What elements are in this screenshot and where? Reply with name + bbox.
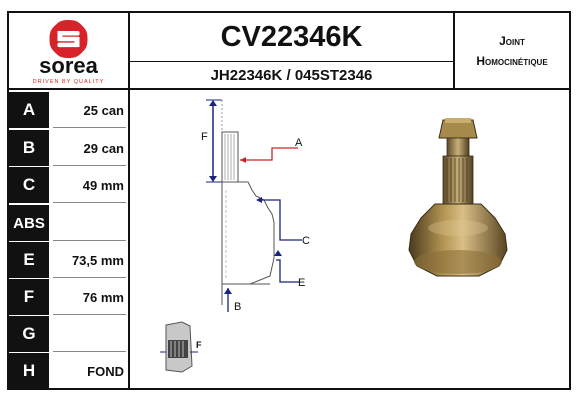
spec-letter: F [9, 279, 49, 315]
spec-row: F 76 mm [9, 279, 128, 315]
label-e: E [298, 277, 305, 289]
divider [53, 351, 126, 352]
cv-joint-photo [408, 118, 508, 277]
label-f-small: F [196, 340, 202, 350]
dimension-diagram: F A C E [130, 90, 330, 390]
part-number: CV22346K [220, 20, 363, 53]
cross-references: JH22346K / 045ST2346 [210, 67, 373, 84]
spec-row: ABS [9, 205, 128, 241]
divider [53, 240, 126, 241]
divider [53, 127, 126, 128]
arrow-icon [274, 250, 282, 256]
spec-table: A 25 can B 29 can C 49 mm ABS E 73,5 mm … [9, 90, 128, 390]
spec-value [53, 205, 124, 241]
spec-row: E 73,5 mm [9, 242, 128, 278]
arrow-icon [240, 157, 246, 163]
divider [53, 165, 126, 166]
spec-value: 49 mm [82, 177, 124, 193]
brand-tagline: DRIVEN BY QUALITY [33, 79, 105, 85]
arrow-icon [209, 176, 217, 182]
category-line-2: Homocinétique [476, 53, 548, 68]
product-category: Joint Homocinétique [455, 13, 569, 88]
housing-outline [222, 181, 275, 285]
arrow-icon [256, 197, 262, 203]
spec-row: A 25 can [9, 92, 128, 128]
divider [9, 88, 569, 90]
category-line-1: Joint [499, 33, 525, 48]
divider [53, 277, 126, 278]
product-sheet: sorea DRIVEN BY QUALITY CV22346K JH22346… [7, 11, 571, 390]
label-b: B [234, 301, 241, 313]
spec-value [53, 316, 124, 352]
spec-value: 73,5 mm [71, 252, 124, 268]
product-photo [399, 108, 519, 283]
spec-letter: G [9, 316, 49, 352]
spec-row: B 29 can [9, 130, 128, 166]
label-f: F [201, 131, 208, 143]
spec-letter: A [9, 92, 49, 128]
arrow-icon [209, 100, 217, 106]
spec-value: 76 mm [82, 289, 124, 305]
brand-name: sorea [39, 53, 98, 78]
divider [128, 13, 130, 388]
sorea-logo-icon: sorea DRIVEN BY QUALITY [33, 20, 105, 85]
spec-value: 29 can [83, 140, 124, 156]
label-a: A [295, 137, 303, 149]
label-c: C [302, 235, 310, 247]
shaft-outline [221, 131, 239, 183]
spec-row: C 49 mm [9, 167, 128, 203]
pointer-line-c [258, 199, 302, 241]
spec-letter: B [9, 130, 49, 166]
divider [130, 61, 453, 62]
brand-logo: sorea DRIVEN BY QUALITY [9, 13, 128, 88]
spec-letter: ABS [9, 205, 49, 241]
pointer-line-e [276, 259, 300, 283]
spec-row: H FOND [9, 353, 128, 389]
divider [53, 314, 126, 315]
spec-row: G [9, 316, 128, 352]
spec-letter: C [9, 167, 49, 203]
spline-lines [224, 134, 235, 180]
spec-letter: E [9, 242, 49, 278]
spec-value: FOND [87, 363, 124, 379]
divider [53, 202, 126, 203]
abs-ring-thumbnail [160, 321, 198, 373]
pointer-line-a [240, 147, 298, 161]
divider [453, 13, 455, 90]
spec-value: 25 can [83, 102, 124, 118]
spec-letter: H [9, 353, 49, 389]
arrow-icon [224, 288, 232, 294]
